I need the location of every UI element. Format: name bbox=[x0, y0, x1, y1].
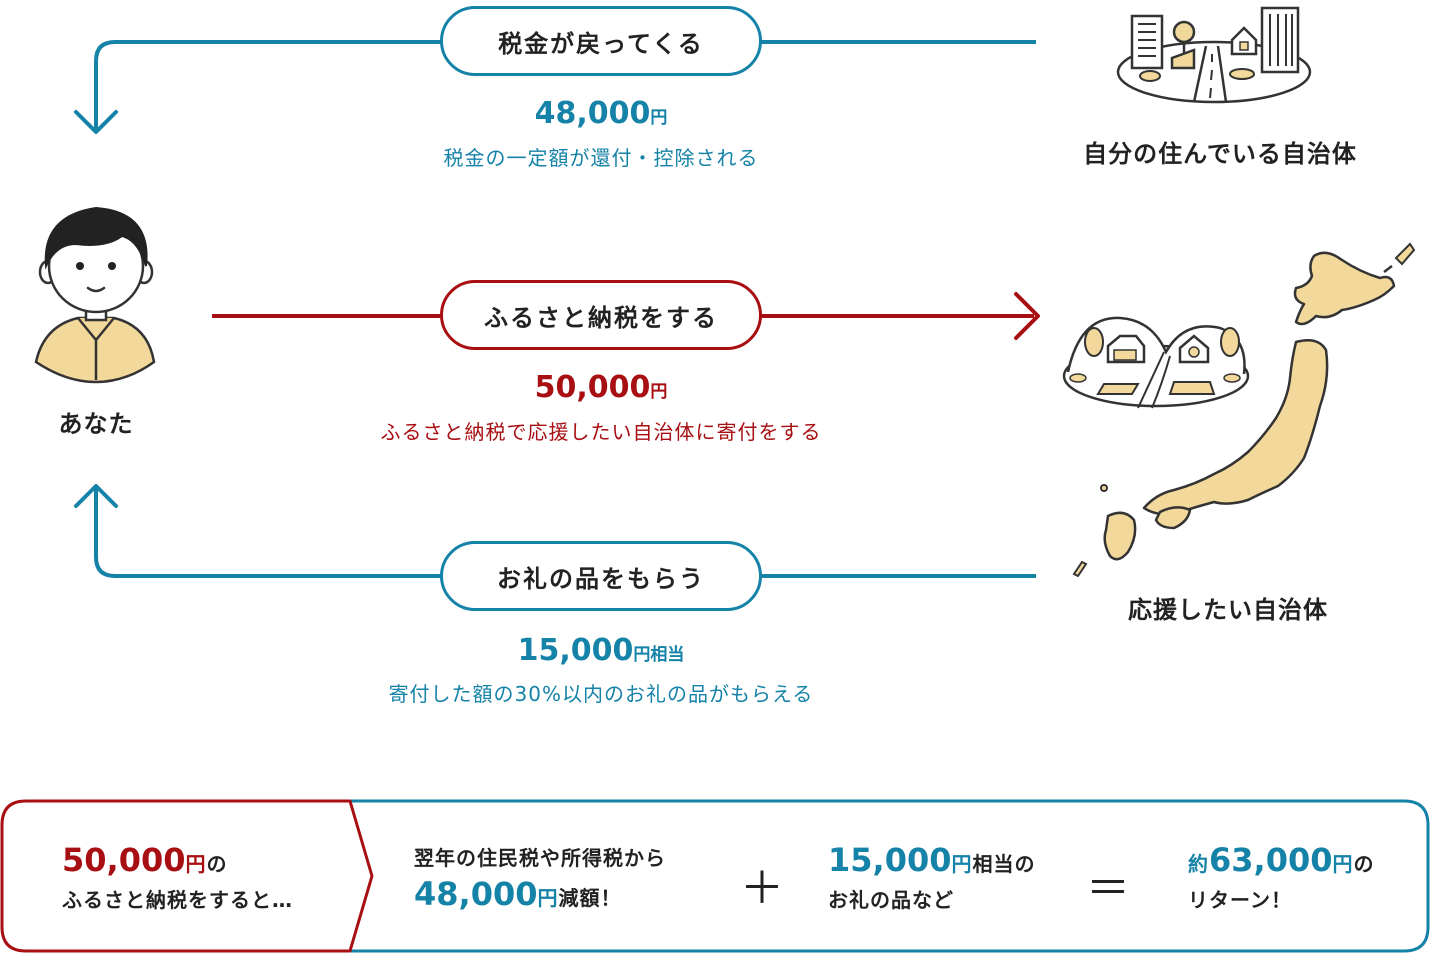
top-amount-unit: 円 bbox=[650, 108, 668, 128]
person-illustration bbox=[34, 206, 156, 384]
bottom-flow-line bbox=[94, 488, 1036, 578]
summary-part4-value: 63,000 bbox=[1209, 841, 1333, 879]
top-description: 税金の一定額が還付・控除される bbox=[443, 146, 759, 170]
bottom-flow-arrowhead bbox=[74, 484, 118, 508]
label-you: あなた bbox=[58, 410, 134, 438]
label-home-municipality: 自分の住んでいる自治体 bbox=[1083, 140, 1357, 168]
top-flow-arrowhead bbox=[74, 110, 118, 134]
summary-frame bbox=[0, 799, 1430, 953]
middle-amount-value: 50,000 bbox=[534, 370, 651, 405]
city-illustration bbox=[1116, 6, 1312, 104]
pill-tax-return: 税金が戻ってくる bbox=[440, 6, 762, 76]
summary-part1-value: 50,000 bbox=[62, 841, 186, 879]
summary-part1-line2: ふるさと納税をすると… bbox=[62, 888, 293, 912]
summary-part2-value: 48,000 bbox=[414, 875, 538, 913]
summary-part4-prefix: 約 bbox=[1188, 852, 1209, 876]
summary-part3-unit-yen: 円 bbox=[951, 852, 973, 876]
bottom-description: 寄付した額の30%以内のお礼の品がもらえる bbox=[388, 682, 814, 706]
bottom-amount-value: 15,000 bbox=[517, 633, 634, 668]
middle-amount: 50,000円 bbox=[440, 370, 762, 405]
middle-amount-unit: 円 bbox=[650, 382, 668, 402]
summary-part1-no: の bbox=[206, 852, 228, 876]
plus-operator: ＋ bbox=[740, 863, 784, 914]
bottom-amount-unit: 円相当 bbox=[633, 645, 685, 665]
summary-part2-line1: 翌年の住民税や所得税から bbox=[414, 846, 666, 870]
pill-gift-label: お礼の品をもらう bbox=[497, 564, 705, 593]
label-support-municipality: 応援したい自治体 bbox=[1128, 596, 1328, 624]
pill-furusato-label: ふるさと納税をする bbox=[484, 303, 718, 332]
top-amount-value: 48,000 bbox=[534, 96, 651, 131]
top-flow-line bbox=[94, 40, 1036, 130]
summary-part1-unit-yen: 円 bbox=[185, 852, 207, 876]
summary-part2: 翌年の住民税や所得税から 48,000円減額！ bbox=[414, 840, 734, 916]
summary-part4-no: の bbox=[1353, 852, 1375, 876]
summary-part1: 50,000円の ふるさと納税をすると… bbox=[62, 842, 352, 918]
summary-part4: 約63,000円の リターン！ bbox=[1188, 842, 1408, 918]
summary-part3-suffix: 相当の bbox=[972, 852, 1036, 876]
middle-flow-arrowhead bbox=[1014, 292, 1040, 340]
japan-map-illustration bbox=[1072, 242, 1416, 578]
pill-furusato: ふるさと納税をする bbox=[440, 280, 762, 350]
summary-part4-line2: リターン！ bbox=[1188, 888, 1292, 912]
summary-part3-line2: お礼の品など bbox=[828, 888, 954, 912]
summary-part2-suffix: 減額！ bbox=[558, 886, 622, 910]
middle-description: ふるさと納税で応援したい自治体に寄付をする bbox=[380, 420, 822, 444]
village-illustration bbox=[1062, 316, 1250, 409]
summary-part3: 15,000円相当の お礼の品など bbox=[828, 842, 1068, 918]
pill-tax-return-label: 税金が戻ってくる bbox=[498, 29, 704, 58]
summary-part2-unit-yen: 円 bbox=[537, 886, 559, 910]
summary-part4-unit-yen: 円 bbox=[1332, 852, 1354, 876]
pill-gift: お礼の品をもらう bbox=[440, 541, 762, 611]
summary-part3-value: 15,000 bbox=[828, 841, 952, 879]
equals-operator: ＝ bbox=[1086, 863, 1130, 914]
bottom-amount: 15,000円相当 bbox=[440, 633, 762, 668]
top-amount: 48,000円 bbox=[440, 96, 762, 131]
